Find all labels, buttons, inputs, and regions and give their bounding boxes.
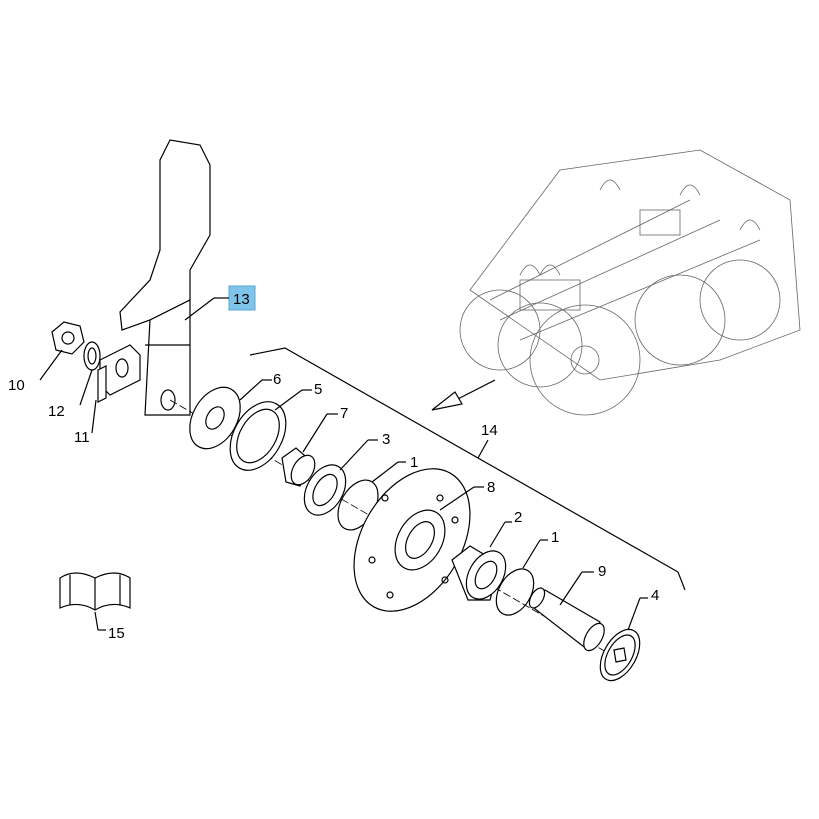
callout-10[interactable]: 10 bbox=[8, 377, 25, 394]
callout-4[interactable]: 4 bbox=[651, 587, 659, 604]
callout-2[interactable]: 2 bbox=[514, 509, 522, 526]
callout-6[interactable]: 6 bbox=[273, 371, 281, 388]
callout-1-bottom[interactable]: 1 bbox=[551, 529, 559, 546]
part-15-wear-shoe bbox=[59, 572, 131, 611]
callout-13[interactable]: 13 bbox=[233, 291, 250, 308]
assembly-14-bracket bbox=[249, 347, 686, 591]
callout-14[interactable]: 14 bbox=[481, 422, 498, 439]
part-5-disc bbox=[229, 401, 287, 471]
part-4-cap bbox=[599, 628, 641, 682]
part-3-seal bbox=[303, 464, 347, 516]
callout-3[interactable]: 3 bbox=[382, 431, 390, 448]
callout-7[interactable]: 7 bbox=[340, 405, 348, 422]
callout-12[interactable]: 12 bbox=[48, 403, 65, 420]
direction-arrow bbox=[431, 379, 496, 411]
callout-13-highlight[interactable] bbox=[228, 285, 256, 311]
part-1-circlip-second bbox=[495, 568, 535, 616]
callout-11[interactable]: 11 bbox=[74, 429, 90, 446]
part-9-shaft bbox=[528, 587, 605, 652]
part-13-arm bbox=[119, 139, 211, 416]
part-7-bushing bbox=[281, 447, 316, 487]
callout-9[interactable]: 9 bbox=[598, 563, 606, 580]
part-10-nut bbox=[51, 321, 85, 355]
callout-1-top[interactable]: 1 bbox=[410, 454, 418, 471]
callout-5[interactable]: 5 bbox=[314, 381, 322, 398]
part-2-bearing bbox=[451, 545, 507, 601]
part-8-hub bbox=[353, 468, 471, 612]
machine-overview-illustration bbox=[459, 149, 801, 416]
callout-15[interactable]: 15 bbox=[108, 625, 125, 642]
part-11-plate bbox=[97, 344, 141, 403]
callout-8[interactable]: 8 bbox=[487, 479, 495, 496]
part-12-washer bbox=[83, 341, 101, 371]
